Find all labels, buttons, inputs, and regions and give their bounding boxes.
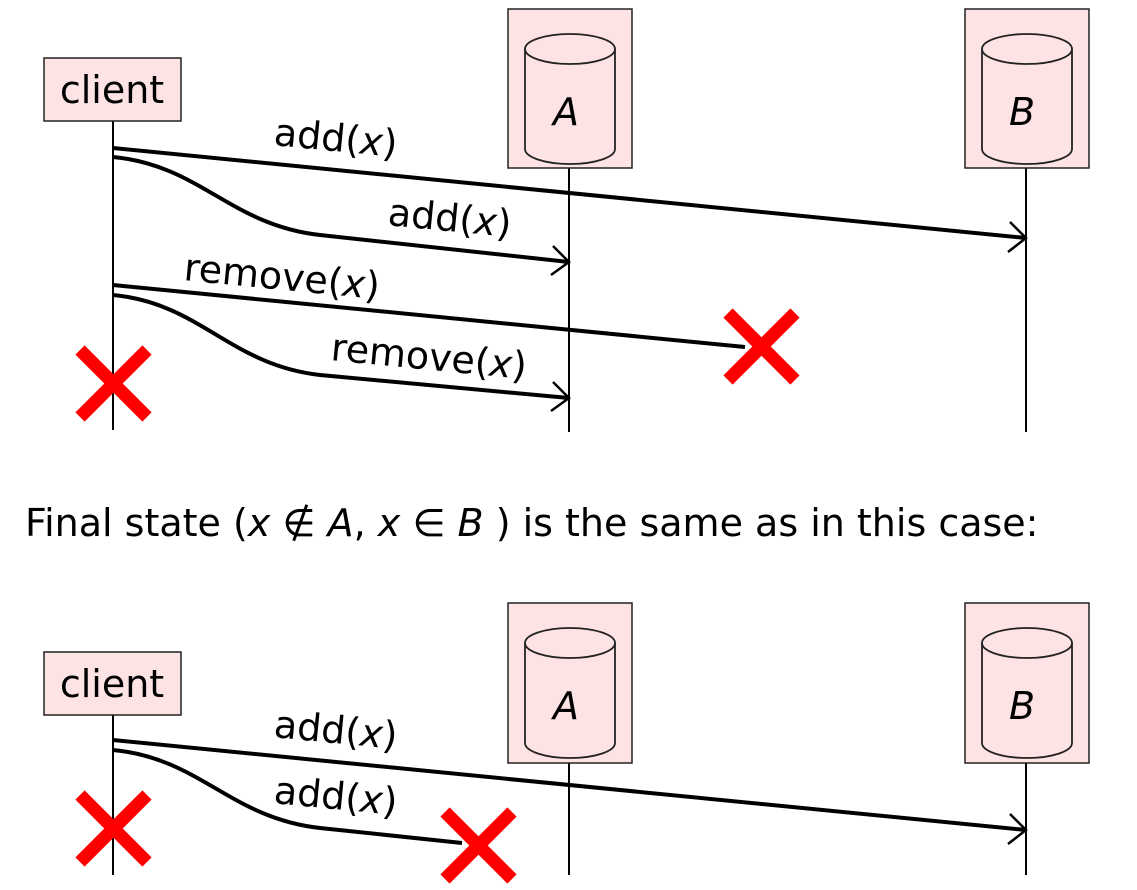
message-label: add(x) (272, 110, 399, 166)
cross-icon (440, 807, 517, 884)
database-a: A (507, 8, 633, 169)
message-add-to-a-lost: add(x) (112, 748, 517, 884)
caption: Final state (x ∉ A, x ∈ B ) is the same … (25, 501, 1039, 545)
db-b-label: B (1009, 684, 1035, 728)
message-remove-to-a: remove(x) (112, 293, 571, 413)
message-label: add(x) (272, 768, 399, 824)
database-b: B (964, 602, 1090, 764)
message-label: add(x) (386, 190, 513, 246)
client-crash-cross-icon (75, 790, 152, 867)
bottom-scenario: client A B add(x) add(x) (43, 602, 1090, 884)
message-add-to-b: add(x) (112, 110, 1028, 253)
message-add-to-a: add(x) (112, 155, 571, 277)
client-crash-cross-icon (75, 345, 152, 422)
top-scenario: client A B add(x) add(x) remove(x) (43, 8, 1090, 432)
client-box: client (43, 651, 182, 716)
db-a-label: A (550, 90, 579, 134)
cross-icon (723, 308, 800, 385)
db-a-label: A (550, 684, 579, 728)
client-label: client (60, 68, 164, 112)
database-a: A (507, 602, 633, 764)
db-b-label: B (1009, 90, 1035, 134)
client-label: client (60, 662, 164, 706)
client-box: client (43, 57, 182, 122)
message-add-to-b: add(x) (112, 702, 1028, 845)
message-label: remove(x) (182, 245, 382, 308)
message-label: add(x) (272, 702, 399, 758)
database-b: B (964, 8, 1090, 169)
